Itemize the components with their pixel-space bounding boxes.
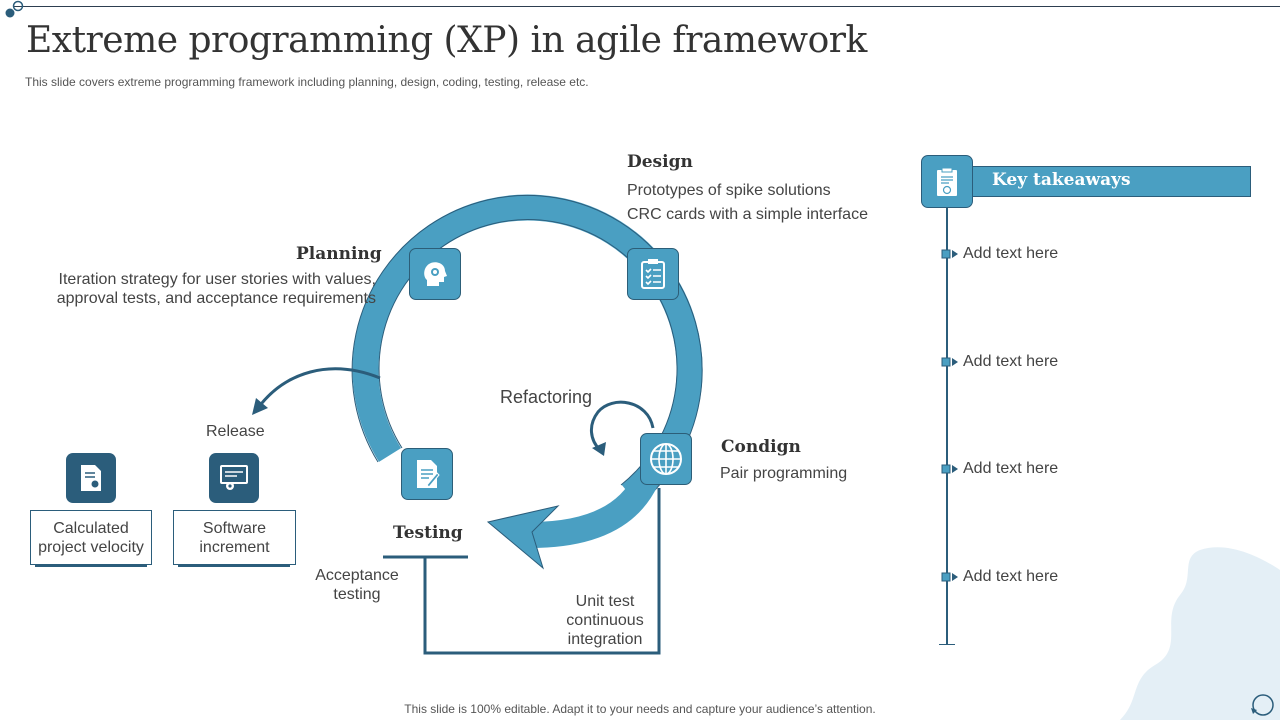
- testing-heading: Testing: [393, 523, 463, 543]
- takeaways-timeline-end: [939, 644, 955, 645]
- planning-line-2: approval tests, and acceptance requireme…: [56, 290, 376, 307]
- release-arrow-head: [252, 398, 268, 415]
- planning-description: Iteration strategy for user stories with…: [57, 268, 376, 311]
- design-line-2: CRC cards with a simple interface: [627, 206, 868, 223]
- output-calculated-velocity: Calculated project velocity: [30, 510, 152, 565]
- unit-test-line-2: continuous: [566, 612, 644, 629]
- takeaway-item-4: Add text here: [963, 568, 1059, 585]
- takeaway-item-2: Add text here: [963, 353, 1059, 370]
- output-software-increment: Software increment: [173, 510, 296, 565]
- output-2-line-1: Software: [202, 519, 267, 537]
- planning-line-1: Iteration strategy for user stories with…: [58, 271, 376, 288]
- document-seal-icon: [66, 453, 116, 503]
- document-pen-icon: [401, 448, 453, 500]
- unit-test-label: Unit test continuous integration: [550, 592, 660, 649]
- output-1-line-1: Calculated: [53, 519, 129, 537]
- key-takeaways-bar: [970, 166, 1251, 197]
- output-2-underline: [178, 564, 290, 567]
- release-label: Release: [206, 423, 265, 440]
- xp-cycle-diagram: [252, 194, 703, 655]
- monitor-gear-icon: [209, 453, 259, 503]
- decorative-blob: [1120, 547, 1280, 720]
- takeaway-marker-4: [941, 572, 958, 582]
- page-subtitle: This slide covers extreme programming fr…: [25, 75, 589, 89]
- clipboard-checklist-icon: [627, 248, 679, 300]
- output-2-line-2: increment: [199, 538, 270, 556]
- takeaway-item-1: Add text here: [963, 245, 1059, 262]
- release-arrow: [256, 367, 381, 409]
- refactoring-loop-arrow-head: [592, 442, 606, 456]
- cycle-ring: [352, 194, 703, 506]
- design-line-1: Prototypes of spike solutions: [627, 182, 831, 199]
- cycle-return-arc: [529, 473, 658, 548]
- output-1-line-2: project velocity: [38, 538, 144, 556]
- unit-test-line-1: Unit test: [575, 593, 635, 610]
- acceptance-line-1: Acceptance: [315, 567, 399, 584]
- takeaway-marker-2: [941, 357, 958, 367]
- footer-note: This slide is 100% editable. Adapt it to…: [404, 702, 876, 716]
- testing-connector: [423, 488, 661, 655]
- refactoring-label: Refactoring: [500, 387, 593, 407]
- planning-heading: Planning: [296, 244, 382, 264]
- key-takeaways-heading: Key takeaways: [992, 170, 1131, 190]
- takeaway-marker-3: [941, 464, 958, 474]
- takeaway-item-3: Add text here: [963, 460, 1059, 477]
- cycle-ring-outline-outer: [351, 194, 703, 506]
- unit-test-line-3: integration: [567, 631, 643, 648]
- refactoring-loop-arrow: [590, 400, 655, 452]
- output-1-underline: [35, 564, 147, 567]
- design-description: Prototypes of spike solutions CRC cards …: [627, 179, 868, 227]
- cycle-arrow-head: [486, 505, 560, 570]
- takeaways-timeline-line: [946, 208, 948, 645]
- report-icon: [921, 155, 973, 208]
- coding-heading: Condign: [721, 437, 801, 457]
- refresh-icon: [1251, 694, 1274, 716]
- acceptance-testing-label: Acceptance testing: [298, 566, 416, 604]
- acceptance-line-2: testing: [333, 586, 381, 603]
- top-divider-line: [14, 6, 1280, 7]
- coding-description: Pair programming: [720, 465, 848, 482]
- cycle-ring-outline-inner: [378, 219, 678, 486]
- page-title: Extreme programming (XP) in agile framew…: [26, 20, 867, 61]
- design-heading: Design: [627, 152, 693, 172]
- takeaway-marker-1: [941, 249, 958, 259]
- head-gear-icon: [409, 248, 461, 300]
- corner-dots-decoration: [5, 0, 24, 18]
- globe-icon: [640, 433, 692, 485]
